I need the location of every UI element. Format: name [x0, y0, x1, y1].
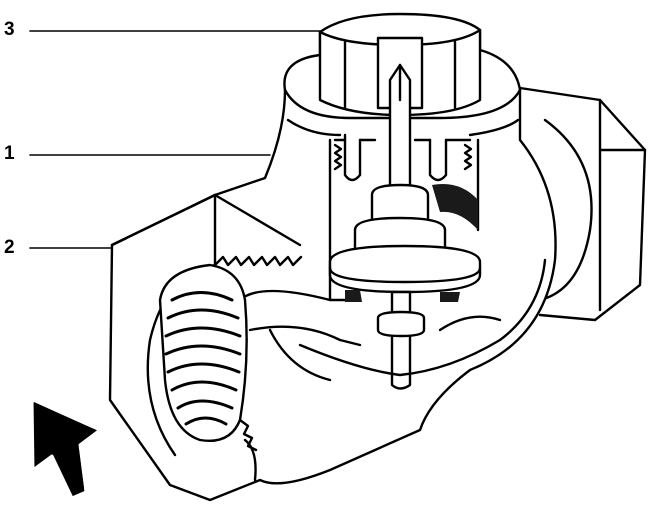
callout-number-3: 3	[4, 19, 15, 40]
spindle	[328, 63, 482, 390]
inlet-port	[110, 193, 303, 482]
callout-number-1: 1	[4, 143, 15, 164]
shading	[345, 184, 478, 302]
callout-number-2: 2	[4, 237, 15, 258]
flow-arrow-icon	[30, 398, 102, 500]
